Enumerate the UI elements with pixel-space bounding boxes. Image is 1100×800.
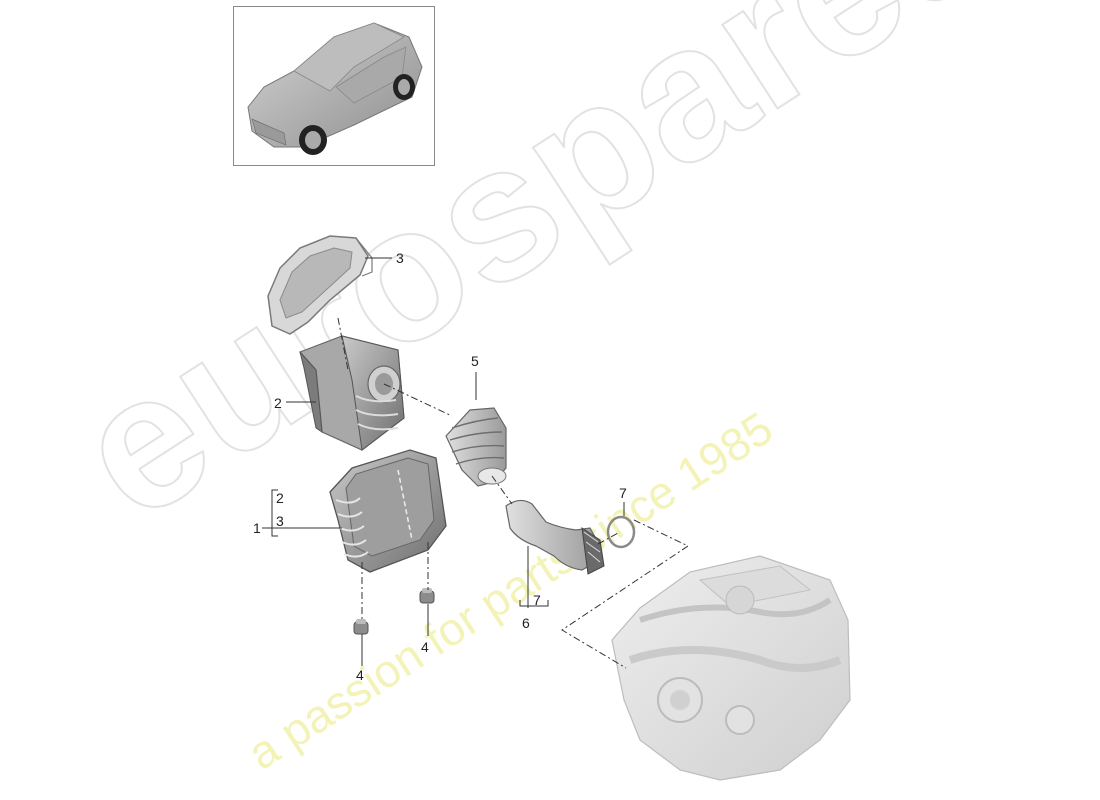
assembly-guide-lines: [337, 317, 690, 669]
part-2-filter-element[interactable]: [298, 335, 405, 451]
part-4-rubber-mount-right[interactable]: [419, 588, 435, 604]
callout-1[interactable]: 1: [253, 520, 261, 536]
callout-1-includes-2: 2: [276, 490, 284, 506]
callout-2[interactable]: 2: [274, 395, 282, 411]
car-icon: [247, 22, 423, 155]
part-5-intake-bellows[interactable]: [445, 407, 507, 487]
vehicle-thumbnail: [233, 6, 435, 166]
callout-6[interactable]: 6: [522, 615, 530, 631]
callout-6-includes-7: 7: [533, 592, 541, 608]
callout-4-left[interactable]: 4: [356, 667, 364, 683]
engine-assembly: [611, 555, 851, 781]
callout-5[interactable]: 5: [471, 353, 479, 369]
part-3-gasket-cover[interactable]: [267, 235, 373, 335]
callout-leader-lines: [262, 257, 625, 666]
callout-4-right[interactable]: 4: [421, 639, 429, 655]
part-6-intake-pipe[interactable]: [505, 499, 605, 575]
callout-1-includes-3: 3: [276, 513, 284, 529]
part-4-rubber-mount-left[interactable]: [353, 619, 369, 635]
part-1-housing-lower[interactable]: [329, 449, 447, 573]
callout-3[interactable]: 3: [396, 250, 404, 266]
part-7-o-ring[interactable]: [606, 515, 636, 549]
callout-7[interactable]: 7: [619, 485, 627, 501]
